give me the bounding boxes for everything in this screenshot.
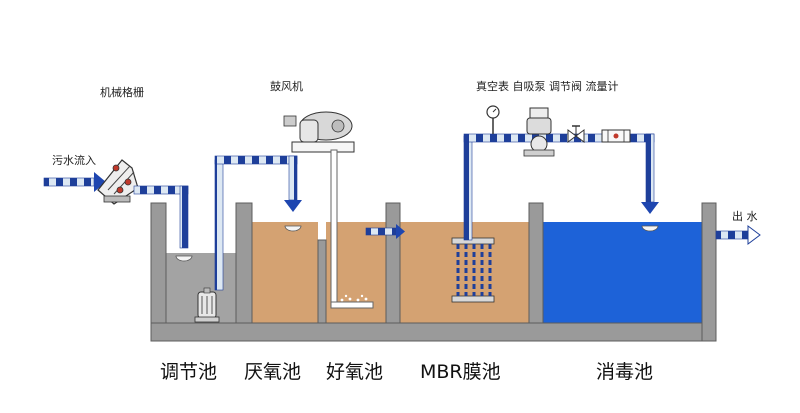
- submersible-pump-icon: [194, 287, 220, 323]
- control-valve-icon: [567, 125, 585, 143]
- self-priming-pump-icon: [523, 107, 555, 157]
- disinfection-water: [543, 222, 702, 323]
- screen-label: 机械格栅: [100, 85, 144, 99]
- outflow-label: 出 水: [732, 209, 758, 223]
- tank-label-anaerobic: 厌氧池: [244, 361, 301, 383]
- tank-label-regulating: 调节池: [160, 361, 217, 383]
- blower-label: 鼓风机: [270, 79, 303, 93]
- outflow-arrow: [715, 225, 761, 245]
- instruments-label: 真空表 自吸泵 调节阀 流量计: [476, 79, 619, 93]
- tank-label-mbr: MBR膜池: [420, 361, 501, 383]
- overflow-arrow: [365, 224, 405, 239]
- pipe-mbr-to-disinfection: [463, 133, 659, 241]
- vacuum-gauge-icon: [486, 105, 500, 134]
- pipe-regulating-to-anaerobic: [214, 155, 302, 291]
- inflow-label: 污水流入: [52, 153, 96, 167]
- air-pipe: [330, 149, 374, 309]
- diffuser-icon: [641, 225, 659, 232]
- diffuser-icon: [284, 225, 302, 232]
- screen-icon: [97, 159, 139, 205]
- flowmeter-icon: [601, 129, 631, 143]
- blower-icon: [283, 111, 355, 153]
- aerator-icon: [340, 294, 368, 302]
- tank-label-disinfection: 消毒池: [596, 361, 653, 383]
- tank-walls: [150, 202, 717, 342]
- membrane-module-icon: [451, 237, 495, 303]
- pipe-screen-to-regulating: [133, 185, 189, 249]
- tank-label-aerobic: 好氧池: [326, 361, 383, 383]
- inflow-arrow: [43, 172, 106, 192]
- anaerobic-sludge: [252, 222, 318, 323]
- diffuser-icon: [175, 255, 193, 262]
